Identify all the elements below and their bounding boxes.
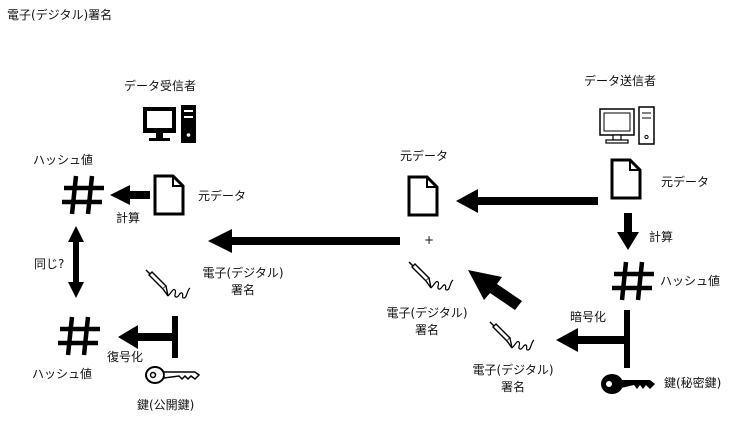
- sender-signature-label-line1: 電子(デジタル): [472, 363, 554, 377]
- receiver-document-icon: [153, 174, 185, 216]
- signature-transfer-arrow: [468, 270, 522, 310]
- receiver-decrypt-label: 復号化: [107, 350, 144, 364]
- sender-encrypt-label: 暗号化: [570, 310, 607, 324]
- public-key-icon: [145, 366, 201, 384]
- receiver-computer-icon: [143, 105, 196, 143]
- sender-private-key-label: 鍵(秘密鍵): [664, 376, 722, 390]
- receiver-compute-label: 計算: [116, 211, 141, 225]
- receiver-original-label: 元データ: [198, 189, 247, 203]
- transfer-to-receiver-arrow: [208, 229, 400, 253]
- sender-document-icon: [610, 158, 642, 200]
- middle-plus: +: [424, 233, 435, 247]
- middle-signature-label-line1: 電子(デジタル): [386, 306, 468, 320]
- sender-signature-icon: [489, 321, 535, 351]
- decrypt-arrow: [118, 325, 172, 349]
- sender-hash-label: ハッシュ値: [660, 274, 721, 288]
- sender-compute-label: 計算: [649, 230, 674, 244]
- receiver-public-key-label: 鍵(公開鍵): [137, 398, 195, 412]
- decrypt-tbar: [172, 316, 178, 358]
- receiver-signature-label-line2: 署名: [230, 283, 255, 297]
- sender-computer-icon: [599, 106, 655, 145]
- receiver-hash-top-icon: [62, 176, 104, 214]
- encrypt-arrow: [556, 328, 624, 352]
- receiver-signature-icon: [145, 269, 191, 299]
- middle-signature-label-line2: 署名: [414, 323, 439, 337]
- receiver-hash-bottom-label: ハッシュ値: [32, 367, 93, 381]
- middle-document-icon: [407, 175, 439, 217]
- sender-hash-icon: [612, 262, 654, 300]
- compute-arrow-sender: [617, 213, 639, 250]
- receiver-same-label: 同じ?: [34, 257, 65, 271]
- encrypt-tbar: [624, 310, 630, 368]
- sender-signature-label-line2: 署名: [500, 380, 525, 394]
- receiver-heading: データ受信者: [124, 79, 197, 93]
- compute-arrow-receiver: [110, 185, 150, 205]
- same-double-arrow: [68, 226, 84, 298]
- transfer-doc-arrow: [456, 189, 598, 213]
- receiver-hash-top-label: ハッシュ値: [33, 153, 94, 167]
- sender-original-label: 元データ: [661, 175, 710, 189]
- sender-heading: データ送信者: [584, 74, 657, 88]
- page-title: 電子(デジタル)署名: [7, 8, 113, 22]
- arrows: [68, 185, 639, 368]
- receiver-hash-bottom-icon: [58, 317, 100, 355]
- private-key-icon: [601, 374, 655, 394]
- middle-original-label: 元データ: [400, 149, 449, 163]
- receiver-signature-label-line1: 電子(デジタル): [202, 266, 284, 280]
- middle-signature-icon: [408, 261, 454, 291]
